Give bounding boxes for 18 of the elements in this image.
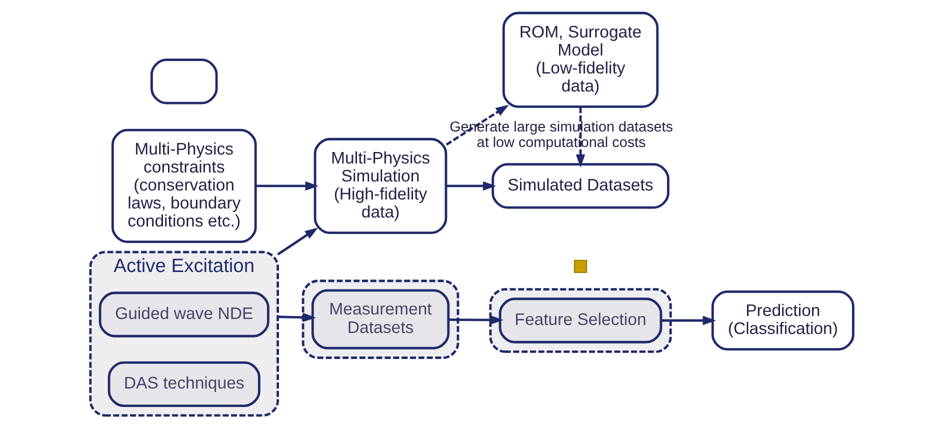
node-box: Feature Selection [498, 298, 662, 344]
node-box: Multi-Physics Simulation (High-fidelity data) [313, 138, 447, 234]
arrow [255, 181, 318, 191]
node-box: Measurement Datasets [310, 289, 450, 350]
node-box: Simulated Datasets [491, 163, 669, 209]
arrow [660, 316, 716, 326]
node-box: Prediction (Classification) [710, 290, 854, 351]
node-box: Guided wave NDE [98, 292, 269, 338]
arrow [448, 315, 503, 325]
arrow [276, 228, 318, 256]
node-box [150, 58, 218, 104]
node-box: ROM, Surrogate Model (Low-fidelity data) [502, 12, 658, 108]
arrow [277, 312, 316, 322]
arrow [446, 181, 496, 191]
node-box: Multi-Physics constraints (conservation laws, boundary conditions etc.) [110, 128, 256, 244]
node-box: DAS techniques [107, 361, 260, 407]
node-plus [573, 260, 587, 274]
arrow [575, 107, 585, 168]
